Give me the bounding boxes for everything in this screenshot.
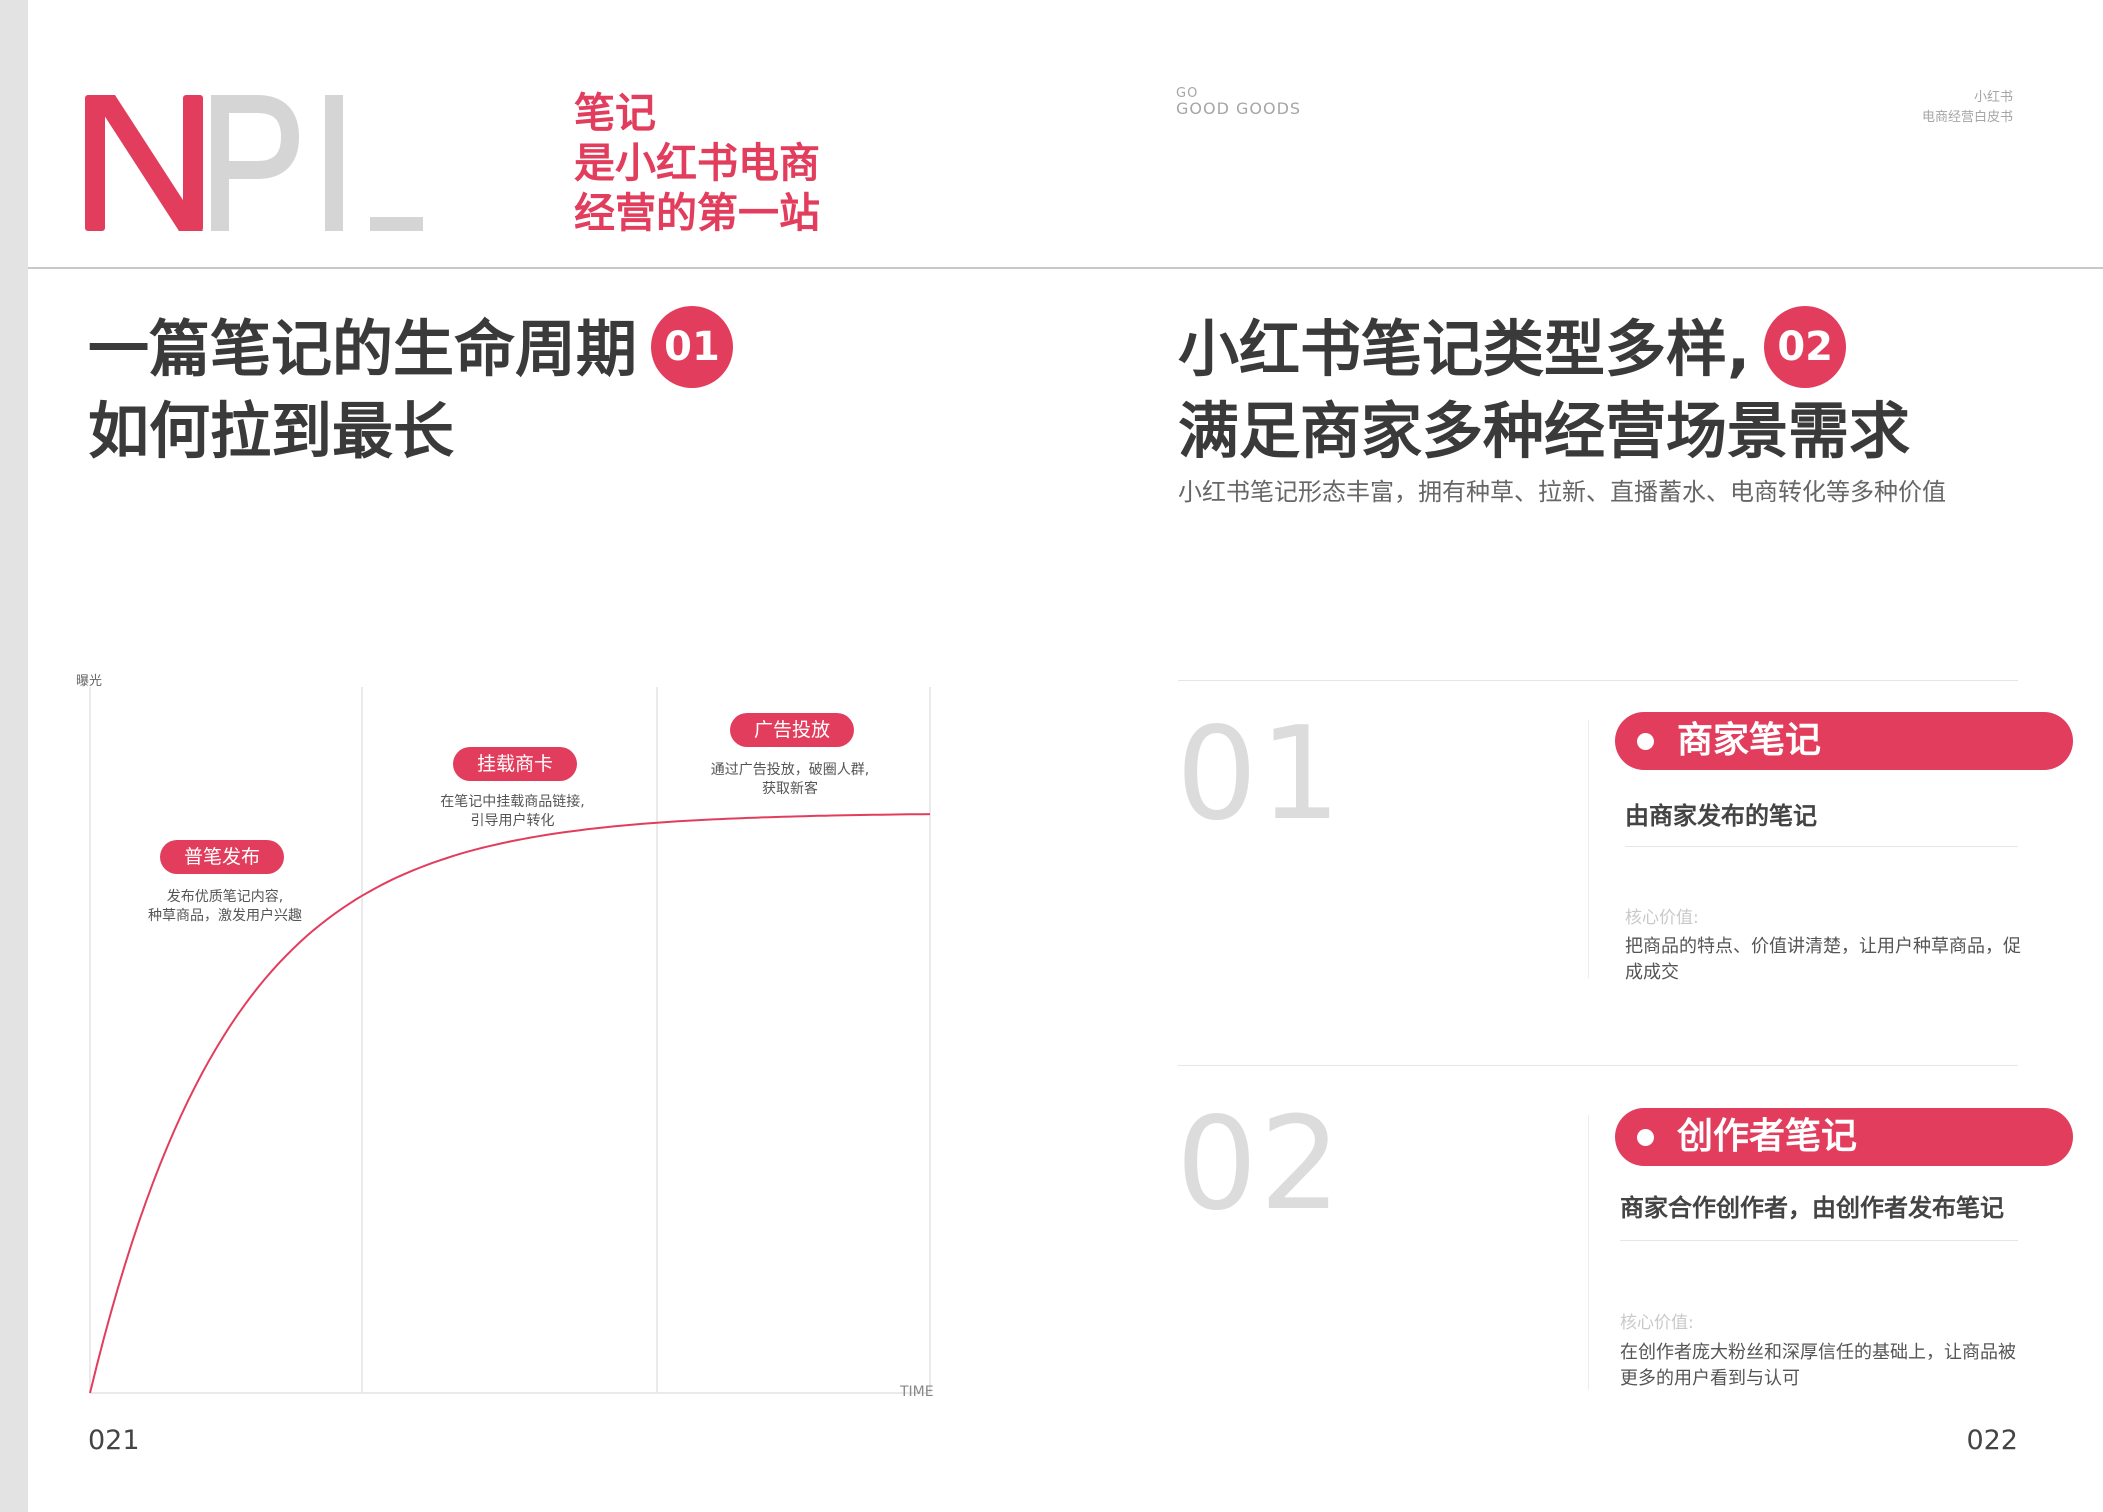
slogan-line-2: 是小红书电商 [574,139,820,187]
section-badge-02: 02 [1764,306,1847,389]
exposure-curve [89,813,931,1394]
right-title: 小红书笔记类型多样,02 满足商家多种经营场景需求 [1178,306,1911,470]
publication-title-line-2: 电商经营白皮书 [1921,110,2013,125]
right-title-line-2: 满足商家多种经营场景需求 [1178,396,1911,468]
x-axis-label: TIME [899,1384,934,1400]
publication-title-line-1: 小红书 [1973,90,2013,105]
stage-tag-product-card: 挂载商卡 [453,747,578,781]
item-vertical-rule-02 [1588,1115,1589,1390]
item-pill-merchant-note: 商家笔记 [1615,712,2073,770]
item-vertical-rule-01 [1588,720,1589,978]
logo-letter-l [325,95,343,231]
stage-desc-publish-line-2: 种草商品，激发用户兴趣 [148,908,302,924]
publication-title: 小红书 电商经营白皮书 [1922,88,2013,128]
lifecycle-chart: 曝光 TIME [76,674,934,1400]
core-value-text-01: 把商品的特点、价值讲清楚，让用户种草商品，促成成交 [1625,936,2021,983]
section-badge-01: 01 [651,306,734,389]
header-divider [28,267,2103,269]
brand-name: GOOD GOODS [1176,99,1302,118]
core-value-label-02: 核心价值: [1620,1313,1694,1333]
npl-logo [85,95,423,231]
item-divider-top [1178,680,2018,681]
stage-desc-ads: 通过广告投放，破圈人群, 获取新客 [700,761,880,799]
stage-desc-product-card-line-1: 在笔记中挂载商品链接, [440,794,585,810]
item-label-creator-note: 创作者笔记 [1677,1116,1858,1157]
logo-letter-p [211,95,300,231]
brand-logo: GO GOOD GOODS [1176,86,1302,118]
stage-desc-publish: 发布优质笔记内容, 种草商品，激发用户兴趣 [140,888,310,926]
page-number-left: 021 [88,1425,140,1456]
page-edge-strip [0,0,28,1512]
left-title-line-1: 一篇笔记的生命周期 [88,314,638,385]
core-value-text-02: 在创作者庞大粉丝和深厚信任的基础上，让商品被更多的用户看到与认可 [1620,1342,2016,1389]
stage-desc-product-card-line-2: 引导用户转化 [470,813,555,829]
page-number-right: 022 [1966,1425,2018,1456]
stage-tag-publish: 普笔发布 [160,840,285,874]
item-desc-merchant-note: 由商家发布的笔记 [1625,802,1817,830]
item-number-01: 01 [1176,700,1343,849]
item-pill-creator-note: 创作者笔记 [1615,1108,2073,1166]
stage-desc-ads-line-1: 通过广告投放，破圈人群, [710,762,870,778]
core-value-label-01: 核心价值: [1625,908,1699,928]
stage-desc-product-card: 在笔记中挂载商品链接, 引导用户转化 [425,793,600,831]
left-title-line-2: 如何拉到最长 [88,396,455,468]
slogan: 笔记 是小红书电商 经营的第一站 [574,88,894,238]
slogan-line-3: 经营的第一站 [574,189,820,237]
slogan-line-1: 笔记 [574,89,656,137]
item-desc-creator-note: 商家合作创作者，由创作者发布笔记 [1620,1194,2004,1222]
logo-letter-n [85,95,203,231]
item-number-02: 02 [1176,1090,1343,1239]
item-inner-divider-01 [1625,846,2018,847]
stage-desc-ads-line-2: 获取新客 [762,781,818,797]
item-inner-divider-02 [1620,1240,2018,1241]
logo-underscore [370,217,423,231]
item-divider-middle [1178,1065,2018,1066]
stage-desc-publish-line-1: 发布优质笔记内容, [166,889,284,905]
brand-top: GO [1176,86,1199,101]
right-title-line-1: 小红书笔记类型多样, [1178,314,1751,385]
right-subtitle: 小红书笔记形态丰富，拥有种草、拉新、直播蓄水、电商转化等多种价值 [1178,478,1946,506]
item-label-merchant-note: 商家笔记 [1677,720,1822,761]
bullet-dot-icon [1637,733,1654,750]
y-axis-label: 曝光 [76,674,102,689]
bullet-dot-icon [1637,1129,1654,1146]
stage-tag-ads: 广告投放 [730,713,855,747]
